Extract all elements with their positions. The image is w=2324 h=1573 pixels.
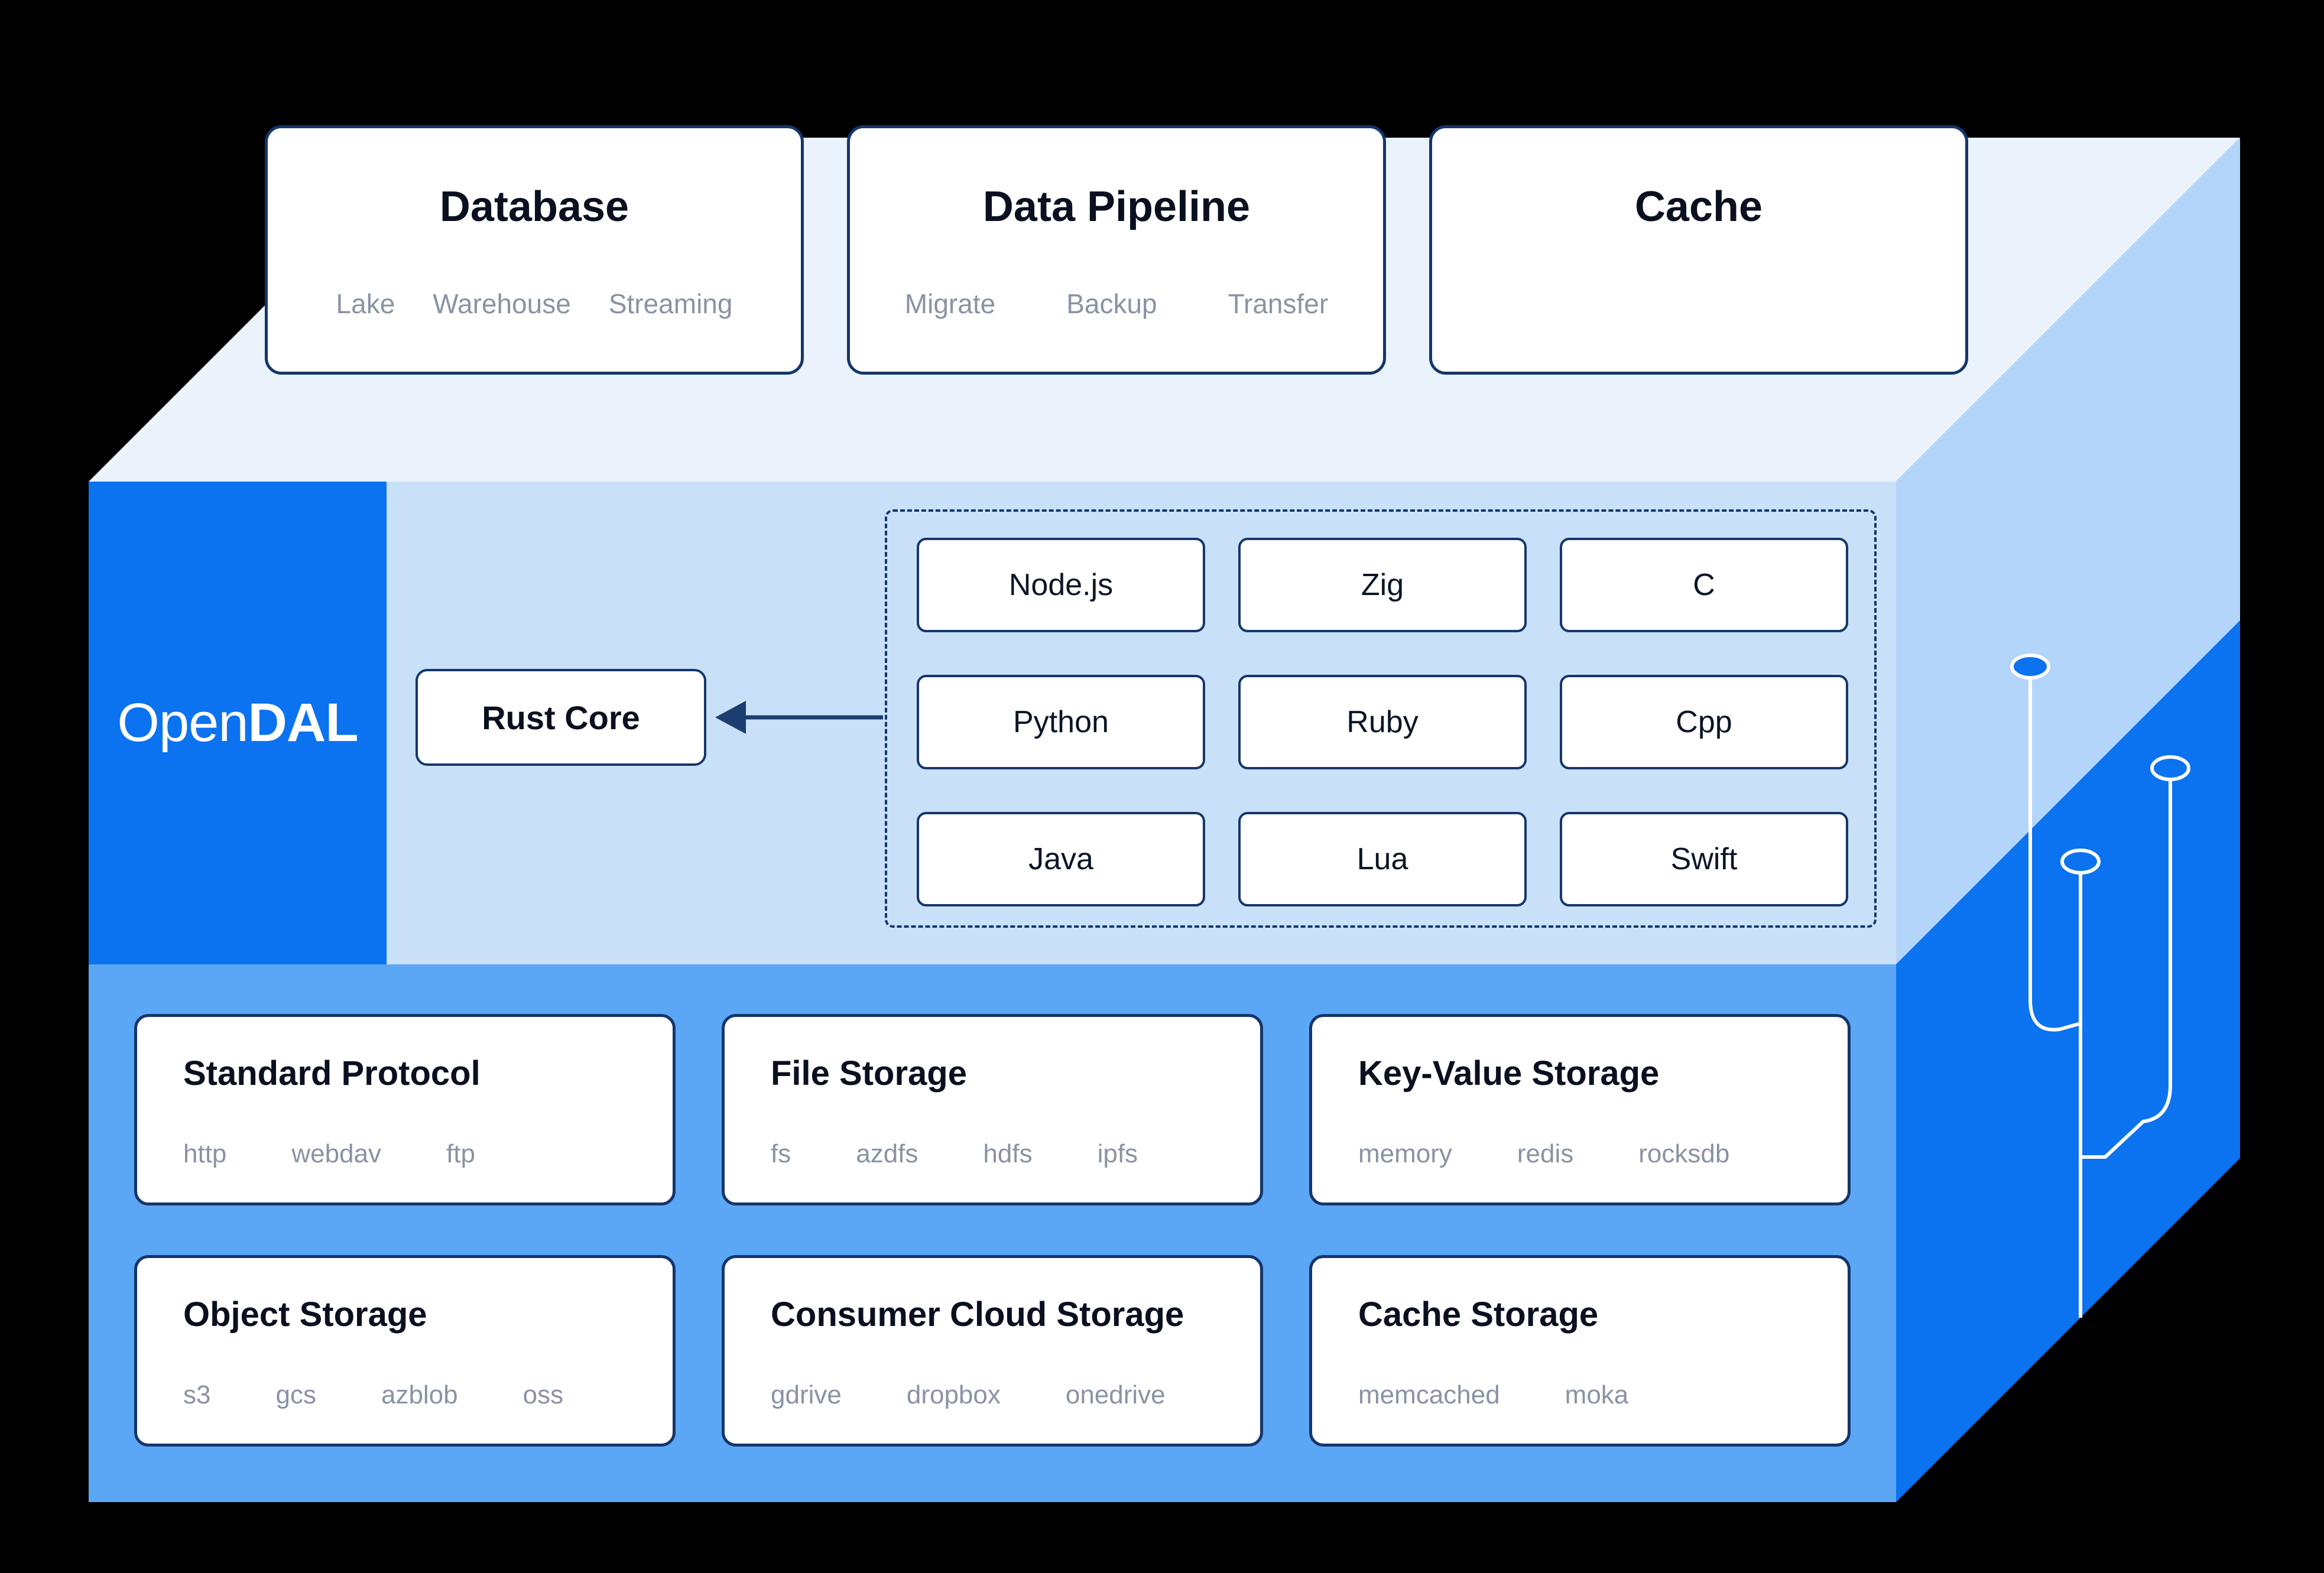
provider: webdav <box>291 1139 382 1168</box>
storage-title: Standard Protocol <box>183 1054 481 1093</box>
storage-side-face <box>1896 620 2240 1502</box>
storage-card-key-value-storage: Key-Value Storage memory redis rocksdb <box>1309 1014 1851 1205</box>
arrow-left-icon <box>715 701 883 734</box>
provider-list: gdrive dropbox onedrive <box>771 1380 1225 1410</box>
binding-cpp: Cpp <box>1560 675 1848 769</box>
storage-card-consumer-cloud-storage: Consumer Cloud Storage gdrive dropbox on… <box>722 1255 1263 1447</box>
provider: azblob <box>381 1380 458 1409</box>
provider: rocksdb <box>1638 1139 1730 1168</box>
provider-list: s3 gcs azblob oss <box>183 1380 637 1410</box>
pin-a-head-icon <box>2010 654 2050 680</box>
provider: moka <box>1565 1380 1629 1409</box>
binding-nodejs: Node.js <box>917 538 1205 632</box>
logo-dal: DAL <box>248 693 358 753</box>
provider: fs <box>771 1139 791 1168</box>
provider-list: memory redis rocksdb <box>1358 1139 1812 1169</box>
top-card-data-pipeline: Data Pipeline Migrate Backup Transfer <box>847 125 1386 375</box>
card-item: Lake <box>336 288 395 319</box>
card-title: Data Pipeline <box>982 183 1251 230</box>
provider-list: http webdav ftp <box>183 1139 637 1169</box>
card-title: Database <box>439 183 629 230</box>
provider: gcs <box>275 1380 316 1409</box>
card-items: Lake Warehouse Streaming <box>336 288 733 320</box>
card-item: Migrate <box>904 288 996 319</box>
storage-card-file-storage: File Storage fs azdfs hdfs ipfs <box>722 1014 1263 1205</box>
provider: redis <box>1517 1139 1574 1168</box>
provider: ftp <box>446 1139 475 1168</box>
card-item: Streaming <box>608 288 733 319</box>
storage-title: File Storage <box>771 1054 967 1093</box>
provider: memcached <box>1358 1380 1500 1409</box>
pin-b-head-icon <box>2150 755 2190 781</box>
storage-title: Consumer Cloud Storage <box>771 1295 1184 1334</box>
provider: s3 <box>183 1380 211 1409</box>
storage-card-cache-storage: Cache Storage memcached moka <box>1309 1255 1851 1447</box>
storage-card-object-storage: Object Storage s3 gcs azblob oss <box>134 1255 676 1447</box>
provider: dropbox <box>906 1380 1001 1409</box>
opendal-brand-panel <box>89 482 387 964</box>
provider: oss <box>522 1380 564 1409</box>
provider: ipfs <box>1097 1139 1138 1168</box>
rust-core-label: Rust Core <box>482 698 640 736</box>
pin-c-head-icon <box>2060 849 2101 875</box>
language-bindings-container: Node.js Zig C Python Ruby Cpp Java Lua S… <box>885 509 1877 928</box>
binding-java: Java <box>917 812 1205 906</box>
provider: hdfs <box>983 1139 1033 1168</box>
provider: onedrive <box>1065 1380 1166 1409</box>
binding-python: Python <box>917 675 1205 769</box>
card-items: Migrate Backup Transfer <box>905 288 1328 320</box>
card-title: Cache <box>1634 183 1763 230</box>
binding-ruby: Ruby <box>1238 675 1527 769</box>
binding-c: C <box>1560 538 1848 632</box>
logo-open: Open <box>117 693 248 753</box>
storage-title: Object Storage <box>183 1295 427 1334</box>
binding-swift: Swift <box>1560 812 1848 906</box>
card-item: Backup <box>1066 288 1157 319</box>
card-item: Warehouse <box>433 288 571 319</box>
rust-core-box: Rust Core <box>416 669 706 766</box>
provider: azdfs <box>856 1139 918 1168</box>
pin-a-wire <box>2028 677 2081 1032</box>
provider: memory <box>1358 1139 1452 1168</box>
provider: http <box>183 1139 227 1168</box>
storage-title: Key-Value Storage <box>1358 1054 1660 1093</box>
storage-title: Cache Storage <box>1358 1295 1599 1334</box>
top-card-cache: Cache <box>1429 125 1968 375</box>
circuit-lines-decoration <box>2010 654 2190 1318</box>
card-item: Transfer <box>1228 288 1329 319</box>
top-card-database: Database Lake Warehouse Streaming <box>265 125 804 375</box>
storage-card-standard-protocol: Standard Protocol http webdav ftp <box>134 1014 676 1205</box>
provider-list: fs azdfs hdfs ipfs <box>771 1139 1225 1169</box>
binding-zig: Zig <box>1238 538 1527 632</box>
provider: gdrive <box>771 1380 842 1409</box>
provider-list: memcached moka <box>1358 1380 1812 1410</box>
pin-b-wire <box>2080 779 2172 1159</box>
binding-lua: Lua <box>1238 812 1527 906</box>
middle-band-side-face <box>1896 138 2240 964</box>
